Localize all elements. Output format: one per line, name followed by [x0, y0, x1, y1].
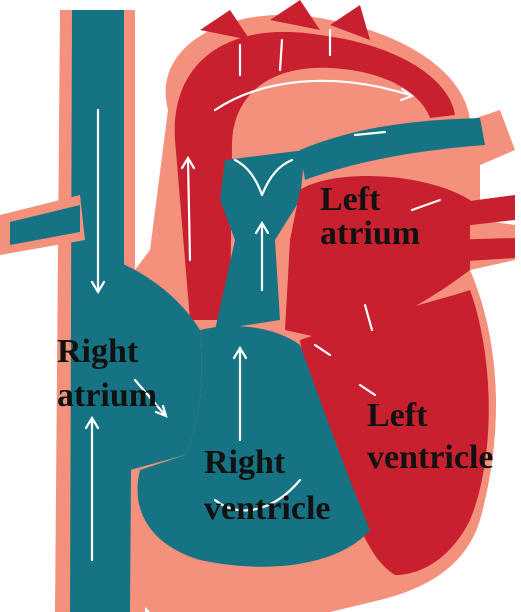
label-right-ventricle-line2: ventricle [204, 492, 331, 526]
label-right-ventricle: Right ventricle [204, 446, 331, 526]
label-left-atrium-line2: atrium [320, 217, 420, 251]
label-right-atrium-line1: Right [57, 335, 157, 369]
label-right-atrium: Right atrium [57, 335, 157, 413]
label-left-atrium: Left atrium [320, 183, 420, 251]
label-left-atrium-line1: Left [320, 183, 420, 217]
label-left-ventricle-line2: ventricle [367, 441, 494, 475]
label-right-atrium-line2: atrium [57, 379, 157, 413]
label-left-ventricle: Left ventricle [367, 399, 494, 475]
label-left-ventricle-line1: Left [367, 399, 494, 433]
label-right-ventricle-line1: Right [204, 446, 331, 480]
